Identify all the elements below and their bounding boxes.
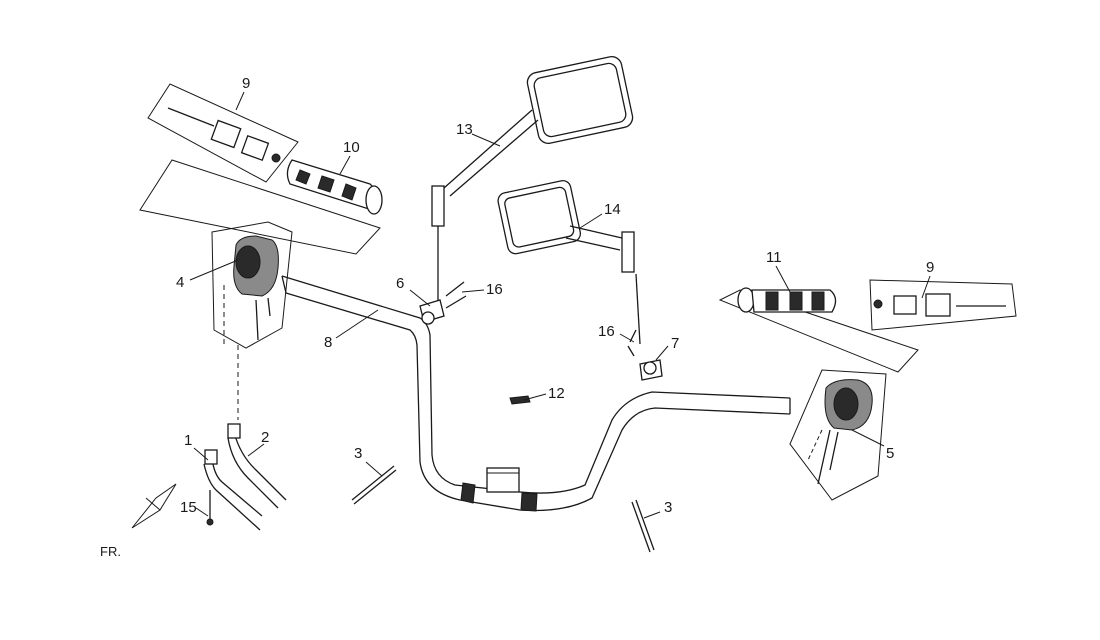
- callout-15: 15: [180, 499, 197, 516]
- direction-label: FR.: [100, 544, 121, 559]
- right-switch-assembly: [789, 369, 887, 501]
- callout-10: 10: [343, 139, 360, 156]
- cable-ties: [351, 465, 655, 553]
- callout-2: 2: [261, 429, 269, 446]
- callout-6: 6: [396, 275, 404, 292]
- callout-12: 12: [548, 385, 565, 402]
- callout-3-left: 3: [354, 445, 362, 462]
- callout-1: 1: [184, 432, 192, 449]
- callout-labels: 1 2 3 3 4 5 6 7 8 9 9 10 11 12 13 14 15 …: [100, 75, 934, 559]
- callout-9-left: 9: [242, 75, 250, 92]
- callout-16-left: 16: [486, 281, 503, 298]
- callout-7: 7: [671, 335, 679, 352]
- callout-11: 11: [766, 249, 782, 266]
- right-grip-group: [718, 279, 1017, 373]
- callout-16-right: 16: [598, 323, 615, 340]
- callout-13: 13: [456, 121, 473, 138]
- callout-4: 4: [176, 274, 184, 291]
- clip-part-12: [509, 395, 531, 405]
- callout-8: 8: [324, 334, 332, 351]
- mirror-clamps: [419, 281, 663, 381]
- callout-3-right: 3: [664, 499, 672, 516]
- left-cable-parts: [203, 423, 287, 531]
- callout-14: 14: [604, 201, 621, 218]
- mirror-13: [431, 56, 634, 304]
- left-switch-assembly: [211, 221, 293, 420]
- mirror-14: [497, 180, 641, 345]
- callout-9-right: 9: [926, 259, 934, 276]
- handlebar: [281, 275, 791, 512]
- callout-5: 5: [886, 445, 894, 462]
- leader-lines: [189, 91, 931, 519]
- front-direction-arrow: [131, 483, 177, 529]
- left-grip-group: [139, 83, 383, 255]
